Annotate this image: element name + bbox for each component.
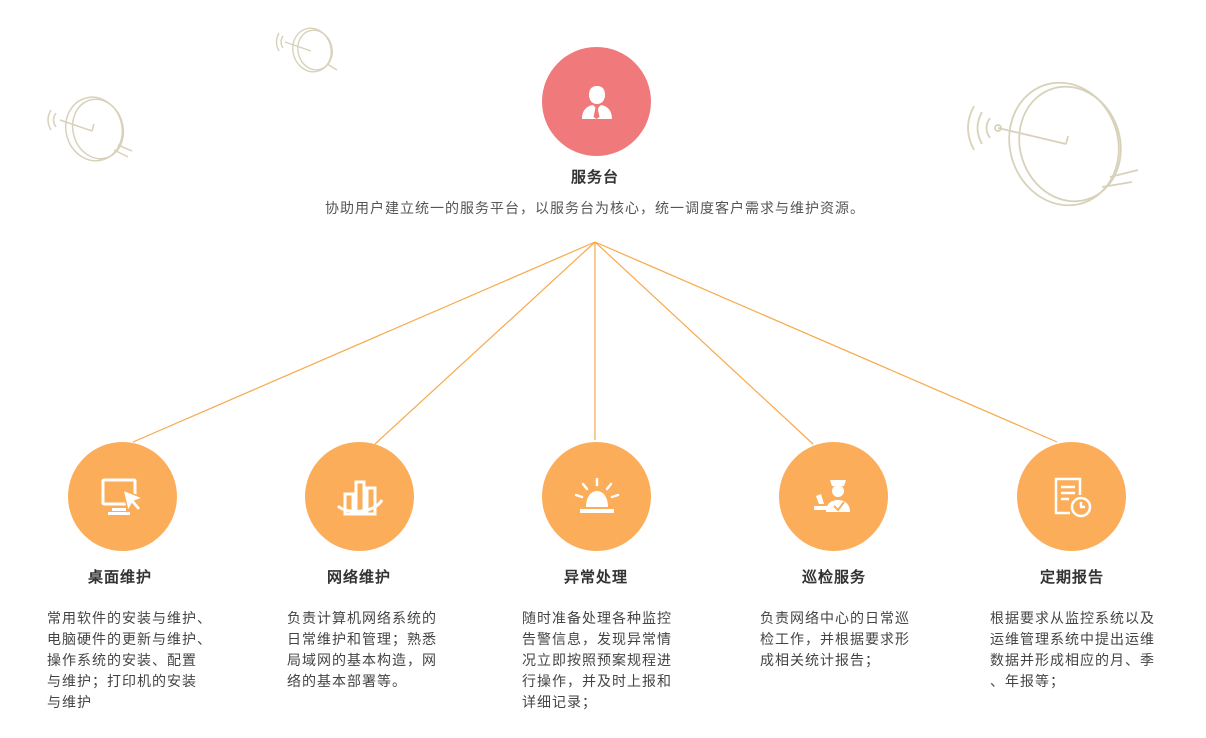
connector-report <box>594 241 1058 443</box>
service-circle-desktop <box>68 442 177 551</box>
report-clock-icon <box>1054 477 1091 517</box>
service-title-report: 定期报告 <box>1039 568 1104 586</box>
satellite-dish-icon <box>967 82 1139 207</box>
monitor-cursor-icon <box>101 478 145 515</box>
satellite-dish-icon <box>275 27 338 73</box>
connector-desktop <box>132 241 596 443</box>
service-desc-desktop: 常用软件的安装与维护、 电脑硬件的更新与维护、 操作系统的安装、配置 与维护；打… <box>47 611 212 711</box>
service-desc-report: 根据要求从监控系统以及 运维管理系统中提出运维 数据并形成相应的月、季 、年报等… <box>990 611 1155 690</box>
service-circle-inspection <box>779 442 888 551</box>
service-circle-exception <box>542 442 651 551</box>
service-title-inspection: 巡检服务 <box>801 568 866 586</box>
service-desc-network: 负责计算机网络系统的 日常维护和管理；熟悉 局域网的基本构造，网 络的基本部署等… <box>287 611 437 690</box>
satellite-dish-icon <box>47 96 133 162</box>
service-desc-exception: 随时准备处理各种监控 告警信息，发现异常情 况立即按照预案规程进 行操作，并及时… <box>522 611 672 711</box>
network-bars-icon <box>336 480 383 515</box>
alarm-light-icon <box>574 477 619 513</box>
connector-inspection <box>594 241 814 445</box>
service-desc-inspection: 负责网络中心的日常巡 检工作，并根据要求形 成相关统计报告； <box>760 611 910 669</box>
service-circle-network <box>305 442 414 551</box>
hub-description: 协助用户建立统一的服务平台，以服务台为核心，统一调度客户需求与维护资源。 <box>325 201 865 217</box>
connector-network <box>374 241 596 445</box>
hub-circle <box>542 47 651 156</box>
service-circle-report <box>1017 442 1126 551</box>
hub-title: 服务台 <box>570 168 619 186</box>
inspector-icon <box>813 479 850 512</box>
service-title-desktop: 桌面维护 <box>87 568 152 586</box>
service-title-exception: 异常处理 <box>563 568 628 586</box>
person-with-tie-icon <box>581 85 612 119</box>
service-title-network: 网络维护 <box>326 568 391 586</box>
